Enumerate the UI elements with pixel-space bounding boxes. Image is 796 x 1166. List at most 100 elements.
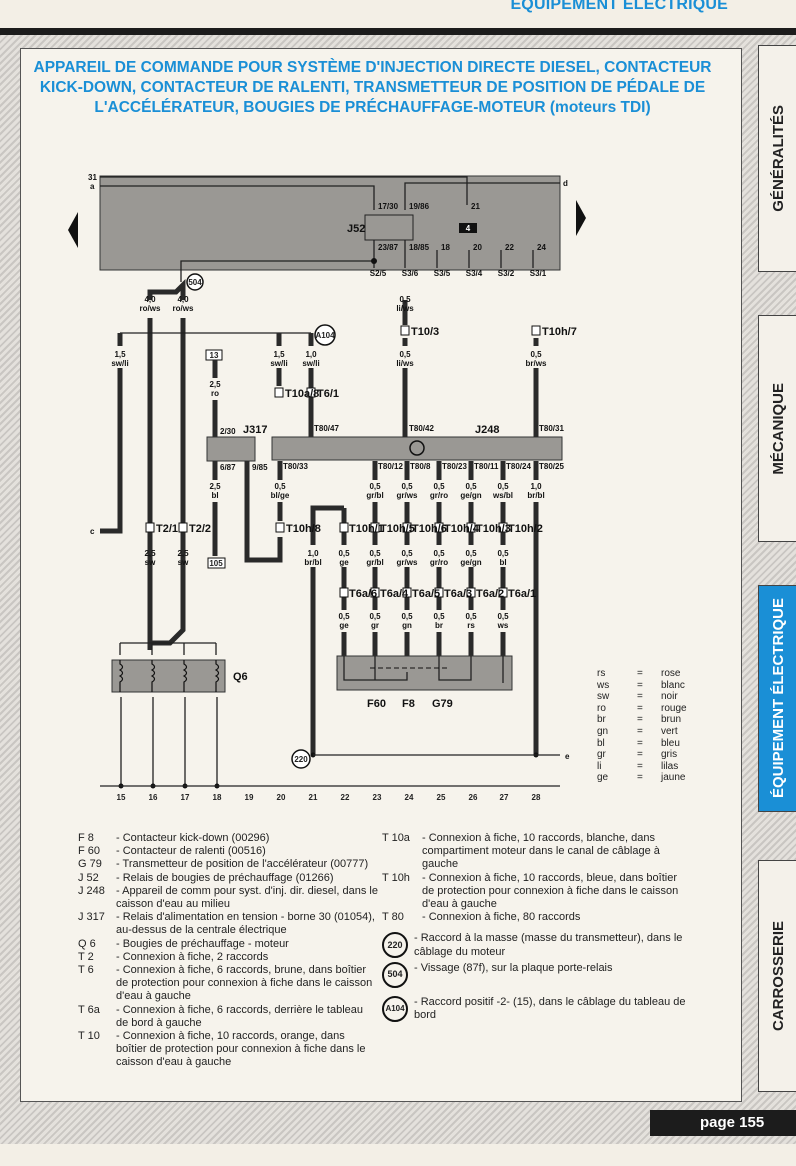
diagram-element xyxy=(119,642,217,655)
diagram-element xyxy=(339,522,349,533)
transistor-icon xyxy=(409,440,425,456)
diagram-text: 18 xyxy=(213,793,222,802)
tab-carrosserie[interactable]: CARROSSERIE xyxy=(758,860,796,1092)
pin-label: 20 xyxy=(473,243,482,252)
diagram-text: sw/li xyxy=(111,359,128,368)
diagram-text: T80/24 xyxy=(506,462,531,471)
diagram-element xyxy=(100,333,123,534)
legend-item: T 2- Connexion à fiche, 2 raccords xyxy=(78,951,378,964)
diagram-element xyxy=(466,522,476,533)
diagram-text: 0,5 xyxy=(465,549,477,558)
diagram-text: - Raccord positif -2- (15), dans le câbl… xyxy=(414,995,686,1022)
tab-generalites[interactable]: GÉNÉRALITÉS xyxy=(758,45,796,272)
tab-equipement-electrique[interactable]: ÉQUIPEMENT ÉLECTRIQUE xyxy=(758,585,796,812)
diagram-text: gr/bl xyxy=(366,491,383,500)
relay-outputs xyxy=(373,240,534,268)
diagram-text: ro xyxy=(211,389,219,398)
diagram-text: 2,5 xyxy=(144,549,156,558)
diagram-text: 0,5 xyxy=(465,612,477,621)
j52-label: J52 xyxy=(347,223,365,235)
point-504 xyxy=(186,273,204,291)
diagram-text: T80/31 xyxy=(539,424,564,433)
title-line: KICK-DOWN, CONTACTEUR DE RALENTI, TRANSM… xyxy=(39,79,706,96)
diagram-element: = xyxy=(637,772,643,784)
pin-label: 18 xyxy=(441,243,450,252)
diagram-text: rouge xyxy=(661,702,687,714)
diagram-text: - Relais de bougies de préchauffage (012… xyxy=(116,871,334,884)
connector-label: T10/3 xyxy=(411,326,439,338)
diagram-text: bl xyxy=(597,737,605,749)
diagram-text: T 6 xyxy=(78,964,94,977)
point-a104 xyxy=(314,324,336,346)
line-31-label: 31 xyxy=(88,173,97,182)
diagram-text: 2/30 xyxy=(220,427,236,436)
diagram-element xyxy=(434,522,444,533)
diagram-element xyxy=(370,587,380,598)
diagram-text: ws xyxy=(597,679,610,691)
color-code-row: ge=jaune xyxy=(597,772,687,784)
j248-control-unit xyxy=(271,436,563,461)
color-code-row: rs=rose xyxy=(597,668,687,680)
diagram-text: sw xyxy=(145,558,156,567)
connector-label: T10h/2 xyxy=(508,523,543,535)
diagram-element xyxy=(402,522,412,533)
diagram-text: br/bl xyxy=(304,558,321,567)
tab-mecanique[interactable]: MÉCANIQUE xyxy=(758,315,796,542)
diagram-text: sw xyxy=(597,691,610,703)
component-legend-right: T 10a- Connexion à fiche, 10 raccords, b… xyxy=(382,832,690,1022)
diagram-element xyxy=(178,522,188,533)
track-numbers: 15 16 17 18 19 20 21 22 23 24 25 26 27 2… xyxy=(117,793,541,802)
output-label: S3/4 xyxy=(466,269,483,278)
diagram-text: 0,5 xyxy=(401,549,413,558)
diagram-text: - Appareil de comm pour syst. d'inj. dir… xyxy=(116,884,378,911)
diagram-element: = xyxy=(637,749,643,761)
diagram-text: noir xyxy=(661,691,678,703)
diagram-text: T80/47 xyxy=(314,424,339,433)
diagram-text: 1,5 xyxy=(273,350,285,359)
box-105 xyxy=(207,557,226,569)
j52-relay xyxy=(364,214,414,241)
next-arrow-icon[interactable] xyxy=(576,200,586,236)
diagram-text: 0,5 xyxy=(399,295,411,304)
diagram-text: 20 xyxy=(277,793,286,802)
pin-label: 18/85 xyxy=(409,243,430,252)
j317-relay xyxy=(206,436,256,462)
diagram-element xyxy=(402,587,412,598)
diagram-text: rs xyxy=(467,621,475,630)
diagram-text: ro/ws xyxy=(140,304,161,313)
diagram-text: 0,5 xyxy=(369,612,381,621)
diagram-text: 1,0 xyxy=(530,482,542,491)
diagram-text: T 10h xyxy=(382,871,410,884)
diagram-text: J 248 xyxy=(78,884,105,897)
diagram-element xyxy=(275,522,285,533)
connector-label: T10h/4 xyxy=(444,523,480,535)
relay-slot-4 xyxy=(459,223,477,233)
diagram-text: ge xyxy=(339,621,349,630)
previous-arrow-icon[interactable] xyxy=(68,212,78,248)
q6-glow-plugs xyxy=(111,659,226,693)
color-code-row: gr = gris xyxy=(597,749,687,761)
diagram-text: - Raccord à la masse (masse du transmett… xyxy=(414,932,683,958)
legend-item: T 6- Connexion à fiche, 6 raccords, brun… xyxy=(78,964,378,1004)
diagram-element xyxy=(118,752,539,789)
diagram-text: blanc xyxy=(661,679,685,691)
diagram-text: 1,0 xyxy=(307,549,319,558)
diagram-text: - Vissage (87f), sur la plaque porte-rel… xyxy=(414,961,613,974)
diagram-element: = xyxy=(637,737,643,749)
diagram-text: gris xyxy=(661,749,678,761)
title-line: L'ACCÉLÉRATEUR, BOUGIES DE PRÉCHAUFFAGE-… xyxy=(94,99,651,116)
diagram-text: gr xyxy=(597,749,606,761)
diagram-text: J 52 xyxy=(78,871,99,884)
diagram-text: F 60 xyxy=(78,845,101,858)
diagram-text: 0,5 xyxy=(433,549,445,558)
connectors xyxy=(145,325,541,598)
diagram-element: = xyxy=(637,679,643,691)
wire-labels-row1: 0,5gr/bl 0,5gr/ws 0,5gr/ro 0,5ge/gn 0,5w… xyxy=(366,482,544,500)
diagram-text: br xyxy=(597,714,606,726)
diagram-text: gr/ws xyxy=(397,558,418,567)
diagram-text: - Connexion à fiche, 2 raccords xyxy=(116,950,269,963)
diagram-text: bl xyxy=(211,491,218,500)
connector-label: T10h/6 xyxy=(412,523,447,535)
diagram-text: - Connexion à fiche, 10 raccords, orange… xyxy=(116,1030,366,1069)
legend-item: T 10a- Connexion à fiche, 10 raccords, b… xyxy=(382,832,690,872)
